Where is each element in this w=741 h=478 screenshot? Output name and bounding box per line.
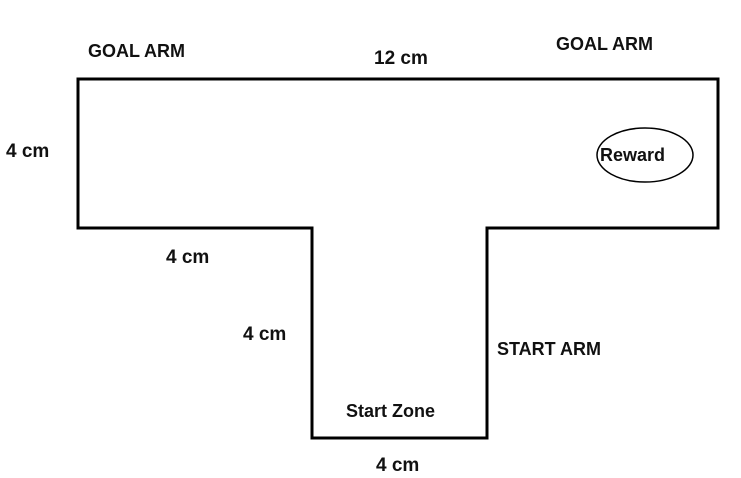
maze-walls xyxy=(76,77,720,440)
reward-ellipse xyxy=(596,127,694,183)
goal-arm-right-label: GOAL ARM xyxy=(556,34,653,54)
arm-height-label: 4 cm xyxy=(6,141,50,162)
start-zone-label: Start Zone xyxy=(346,401,436,421)
reward-label: Reward xyxy=(600,145,666,165)
ledge-width-label: 4 cm xyxy=(166,247,210,268)
goal-arm-left-label: GOAL ARM xyxy=(88,41,185,61)
bottom-width-label: 4 cm xyxy=(376,455,420,476)
start-arm-length-label: 4 cm xyxy=(243,324,287,345)
start-arm-label: START ARM xyxy=(497,339,601,359)
top-width-label: 12 cm xyxy=(374,48,428,69)
